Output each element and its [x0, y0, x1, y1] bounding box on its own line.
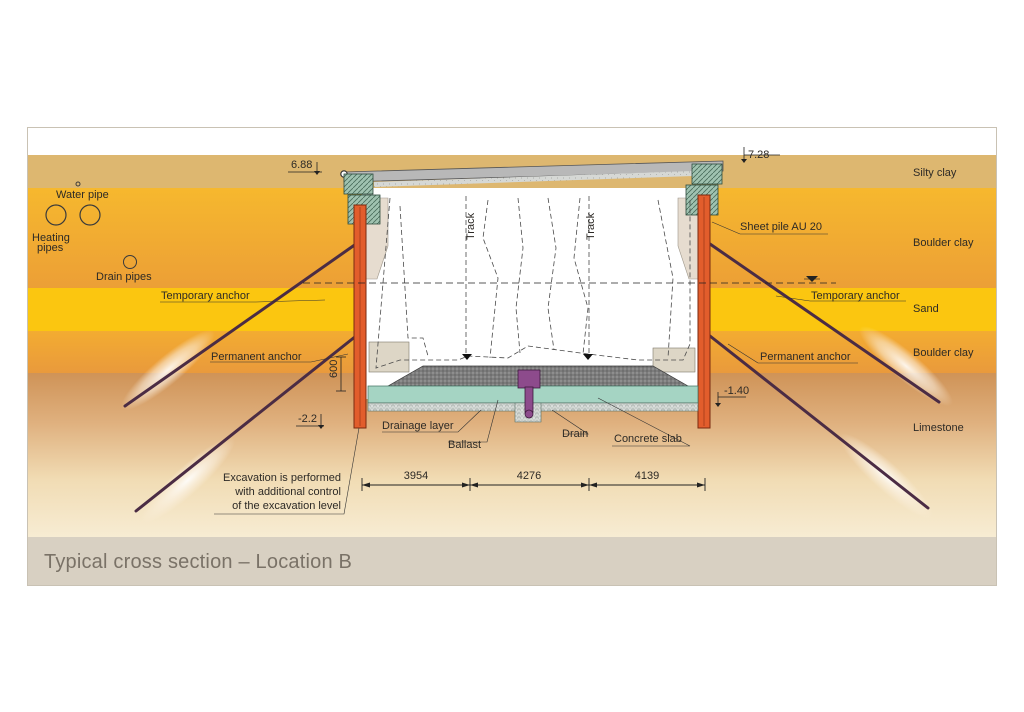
level-excavation: -2.2	[298, 413, 317, 425]
track-left-label: Track	[465, 212, 477, 240]
layer-label-silty-clay: Silty clay	[913, 167, 957, 179]
permanent-anchor-left-label: Permanent anchor	[211, 351, 302, 363]
track-right-label: Track	[585, 212, 597, 240]
sheet-pile-label: Sheet pile AU 20	[740, 221, 822, 233]
side-block-left	[368, 341, 410, 373]
water-pipe-label: Water pipe	[56, 189, 109, 201]
drainage-layer-label: Drainage layer	[382, 420, 454, 432]
drain-pipe-section	[524, 409, 534, 419]
excavation-note-line3: of the excavation level	[232, 500, 341, 512]
dimension-span-middle: 4276	[517, 470, 541, 482]
excavation-note-line1: Excavation is performed	[223, 472, 341, 484]
track-marker-right	[583, 354, 593, 360]
excavation-note-line2: with additional control	[234, 486, 341, 498]
concrete-slab-label: Concrete slab	[614, 433, 682, 445]
leader-lines	[160, 221, 906, 515]
tunnel-interior	[362, 194, 705, 399]
temporary-anchor-right-label: Temporary anchor	[811, 290, 900, 302]
train-clearance-outline	[375, 196, 691, 369]
anchor-grout-bulb	[121, 329, 215, 411]
anchors	[123, 242, 941, 513]
dimension-line	[361, 478, 706, 491]
drain-chamber	[517, 369, 541, 389]
drain-shaft	[524, 386, 534, 413]
anchor-grout-bulb	[140, 437, 236, 523]
temporary-anchor-left-line	[123, 242, 358, 408]
permanent-anchor-left-line	[134, 334, 358, 513]
heating-pipe-icon	[79, 204, 101, 226]
heating-pipe-icon	[45, 204, 67, 226]
capping-beam-right-top	[691, 163, 723, 185]
layer-label-boulder-clay-lower: Boulder clay	[913, 347, 974, 359]
water-pipe-icon	[75, 181, 81, 187]
level-top-left: 6.88	[291, 159, 312, 171]
caption-bar: Typical cross section – Location B	[28, 537, 996, 585]
layer-label-sand: Sand	[913, 303, 939, 315]
drain-pipes-label: Drain pipes	[96, 271, 152, 283]
drain-pipe-icon	[123, 255, 137, 269]
temporary-anchor-right-line	[708, 242, 941, 404]
permanent-anchor-right-label: Permanent anchor	[760, 351, 851, 363]
layer-label-boulder-clay-upper: Boulder clay	[913, 237, 974, 249]
heating-pipes-label-line1: Heating	[32, 232, 70, 244]
ballast-depth-label: 600	[328, 360, 340, 378]
permanent-anchor-right-line	[708, 334, 930, 510]
level-top-right: 7.28	[748, 149, 769, 161]
heating-pipes-label-line2: pipes	[37, 242, 64, 254]
cross-section-figure: Silty clay Boulder clay Sand Boulder cla…	[27, 127, 997, 586]
capping-beam-left-top	[343, 173, 374, 195]
anchor-grout-bulb	[859, 325, 953, 407]
layer-label-limestone: Limestone	[913, 422, 964, 434]
dimension-span-left: 3954	[404, 470, 428, 482]
temporary-anchor-left-label: Temporary anchor	[161, 290, 250, 302]
level-base-right: -1.40	[724, 385, 749, 397]
track-marker-left	[462, 354, 472, 360]
sky-band	[28, 128, 996, 155]
dimension-span-right: 4139	[635, 470, 659, 482]
cross-section-drawing: Silty clay Boulder clay Sand Boulder cla…	[28, 128, 996, 537]
ballast-label: Ballast	[448, 439, 481, 451]
drain-label: Drain	[562, 428, 588, 440]
figure-caption: Typical cross section – Location B	[44, 551, 353, 573]
